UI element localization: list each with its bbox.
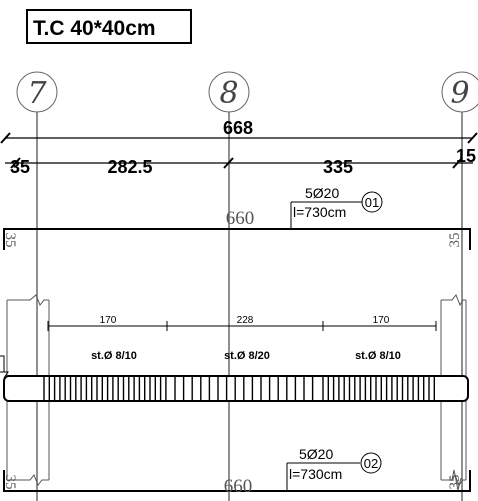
bottom-bar-spec: 5Ø20	[299, 446, 333, 462]
bottom-bar-callout: 5Ø20 l=730cm 02	[286, 446, 382, 490]
segment-dim-2: 282.5	[107, 157, 152, 177]
stirrup-zone-label-3: st.Ø 8/10	[355, 350, 401, 362]
top-bar-hook-left: 35	[2, 233, 18, 248]
stirrup-zone-length-1: 170	[100, 315, 117, 326]
title-block: T.C 40*40cm	[26, 9, 192, 44]
axis-label-8: 8	[219, 76, 238, 111]
title-text: T.C 40*40cm	[33, 17, 156, 40]
bottom-bar-hook-left: 35	[2, 475, 18, 490]
stirrup-zone-length-3: 170	[373, 315, 390, 326]
segment-dimensions: 35 282.5 335 15	[5, 146, 476, 177]
bottom-bar-span-length: 660	[224, 476, 253, 497]
axis-lines	[36, 112, 463, 501]
bottom-bar-length: l=730cm	[289, 466, 342, 482]
stirrup-cage	[3, 375, 469, 402]
axis-bubble-7: 7	[16, 71, 58, 113]
axis-bubble-8: 8	[208, 71, 250, 113]
top-bar-span-length: 660	[226, 208, 255, 229]
bottom-bar: 660 35 35	[2, 470, 471, 497]
bottom-bar-mark: 02	[364, 456, 378, 471]
top-bar-callout: 5Ø20 l=730cm 01	[290, 185, 383, 229]
axis-label-9: 9	[450, 76, 469, 111]
top-bar-hook-right: 35	[447, 233, 463, 248]
segment-dim-1: 35	[10, 157, 30, 177]
stirrup-zone-label-2: st.Ø 8/20	[224, 350, 270, 362]
top-bar-spec: 5Ø20	[305, 185, 339, 201]
stirrup-zone-label-1: st.Ø 8/10	[91, 350, 137, 362]
top-bar-mark: 01	[365, 195, 379, 210]
top-bar-length: l=730cm	[293, 204, 346, 220]
bottom-bar-hook-right: 35	[447, 475, 463, 490]
stirrup-ticks	[43, 377, 435, 400]
stirrup-zone-dimensions: 170 228 170 st.Ø 8/10 st.Ø 8/20 st.Ø 8/1…	[47, 315, 437, 362]
segment-dim-4: 15	[456, 146, 476, 166]
overall-dimension-text: 668	[223, 118, 253, 138]
title-frame	[26, 9, 192, 44]
overall-dimension: 668	[0, 118, 478, 144]
axis-label-7: 7	[27, 76, 47, 111]
top-bar: 660 35 35	[2, 208, 471, 250]
stirrup-cage-frame	[3, 375, 469, 402]
segment-dim-3: 335	[323, 157, 353, 177]
stirrup-zone-length-2: 228	[237, 315, 254, 326]
left-section-marker	[0, 355, 9, 379]
axis-bubble-9: 9	[441, 71, 478, 113]
